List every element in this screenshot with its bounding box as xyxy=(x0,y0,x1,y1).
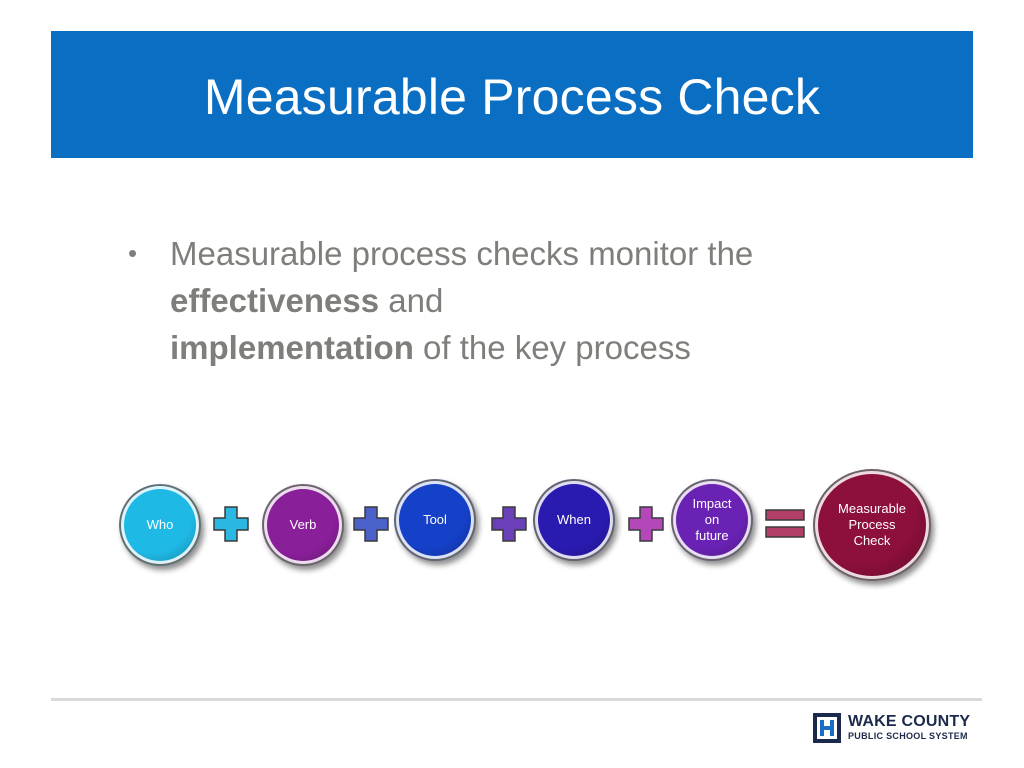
equals-icon xyxy=(765,509,805,538)
node-when: When xyxy=(533,479,615,561)
logo-wordmark: WAKE COUNTY PUBLIC SCHOOL SYSTEM xyxy=(848,714,970,742)
node-impact-label: Impact on future xyxy=(692,496,732,543)
bullet-bold-implementation: implementation xyxy=(170,329,414,366)
node-result: Measurable Process Check xyxy=(813,469,931,581)
bullet-marker: • xyxy=(128,238,138,268)
slide-title: Measurable Process Check xyxy=(203,68,821,125)
plus-icon xyxy=(353,506,389,542)
footer-divider xyxy=(51,698,982,701)
node-tool: Tool xyxy=(394,479,476,561)
node-who-label: Who xyxy=(146,517,174,532)
node-verb-label: Verb xyxy=(289,517,317,532)
school-logo-icon xyxy=(813,713,841,743)
node-who: Who xyxy=(119,484,201,566)
bullet-text-part2: and xyxy=(379,282,444,319)
logo-line-2: PUBLIC SCHOOL SYSTEM xyxy=(848,731,968,741)
title-bar: Measurable Process Check xyxy=(51,31,973,158)
wcpss-logo: WAKE COUNTY PUBLIC SCHOOL SYSTEM xyxy=(812,710,977,746)
plus-icon xyxy=(628,506,664,542)
node-impact: Impact on future xyxy=(671,479,753,561)
logo-line-1: WAKE COUNTY xyxy=(848,713,971,730)
bullet-text-part1: Measurable process checks monitor the xyxy=(170,235,754,272)
node-result-label: Measurable Process Check xyxy=(838,501,906,548)
node-when-label: When xyxy=(557,512,591,527)
node-tool-label: Tool xyxy=(423,512,447,527)
plus-icon xyxy=(213,506,249,542)
node-verb: Verb xyxy=(262,484,344,566)
bullet-bold-effectiveness: effectiveness xyxy=(170,282,380,319)
bullet-text-part3: of the key process xyxy=(413,329,691,366)
plus-icon xyxy=(491,506,527,542)
bullet-text: Measurable process checks monitor the ef… xyxy=(170,230,850,371)
